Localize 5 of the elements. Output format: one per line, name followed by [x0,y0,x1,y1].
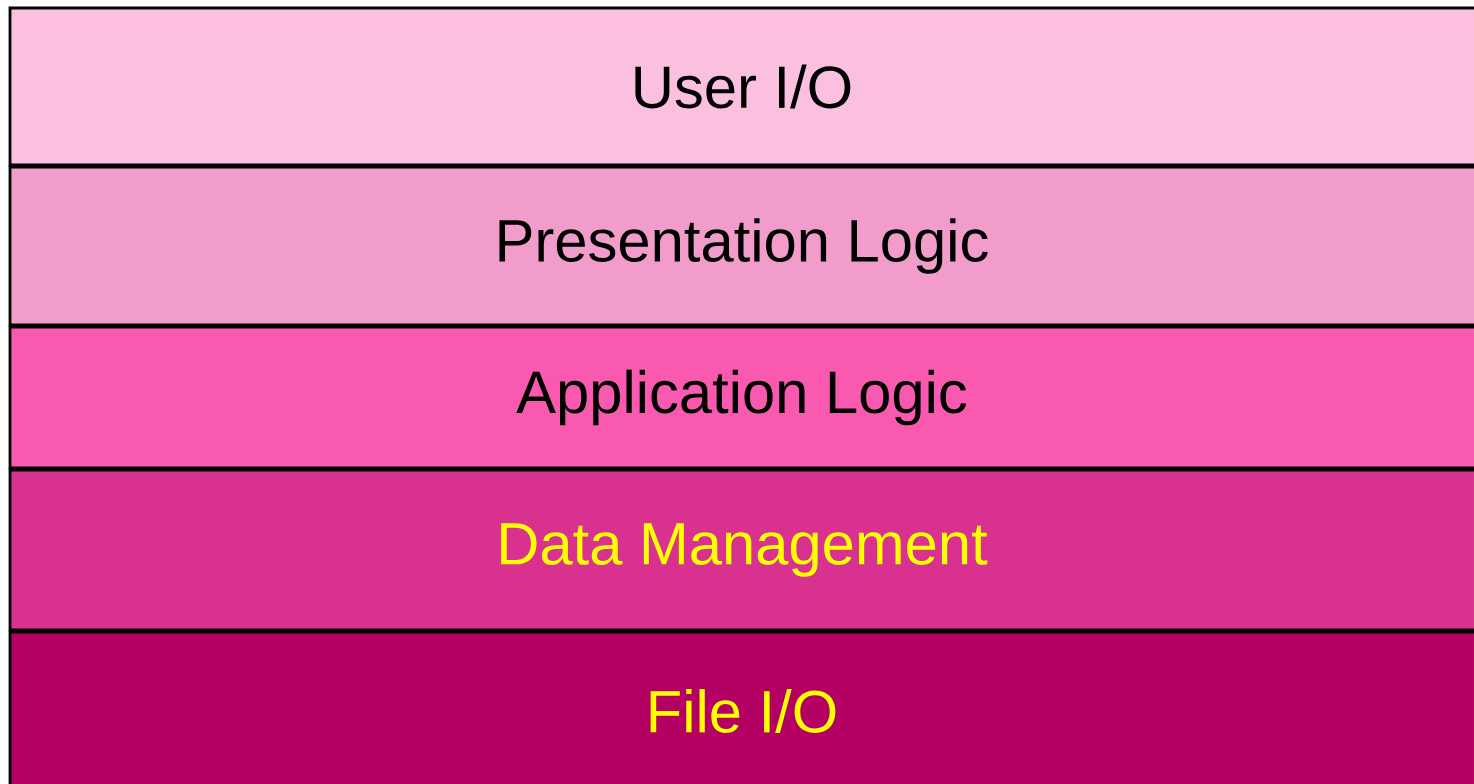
layer-band: File I/O [8,630,1474,784]
layer-band: Application Logic [8,325,1474,470]
layer-band: User I/O [8,6,1474,167]
layer-band: Presentation Logic [8,165,1474,327]
layer-band: Data Management [8,468,1474,632]
